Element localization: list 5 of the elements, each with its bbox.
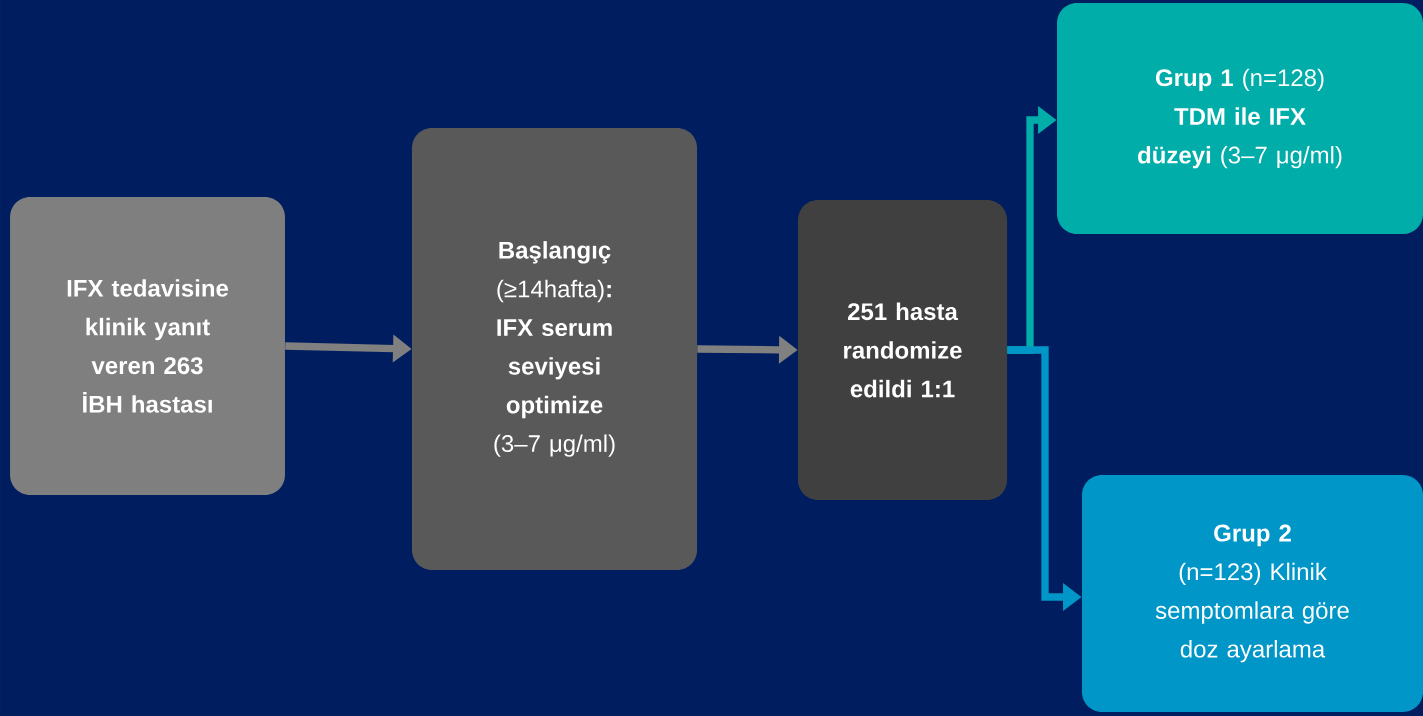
process-box: Grup 2 (n=123) Klinik semptomlara göre doz ayarlama	[1082, 474, 1423, 712]
process-box: Başlangıç (≥14hafta): IFX serum seviyesi optimize (3–7 μg/ml)	[412, 128, 698, 570]
process-box: 251 hasta randomize edildi 1:1	[798, 200, 1008, 500]
process-box: Grup 1 (n=128) TDM ile IFX düzeyi (3–7 μg/ml)	[1057, 3, 1423, 234]
process-box: IFX tedavisine klinik yanıt veren 263 İBH hastası	[10, 197, 285, 495]
